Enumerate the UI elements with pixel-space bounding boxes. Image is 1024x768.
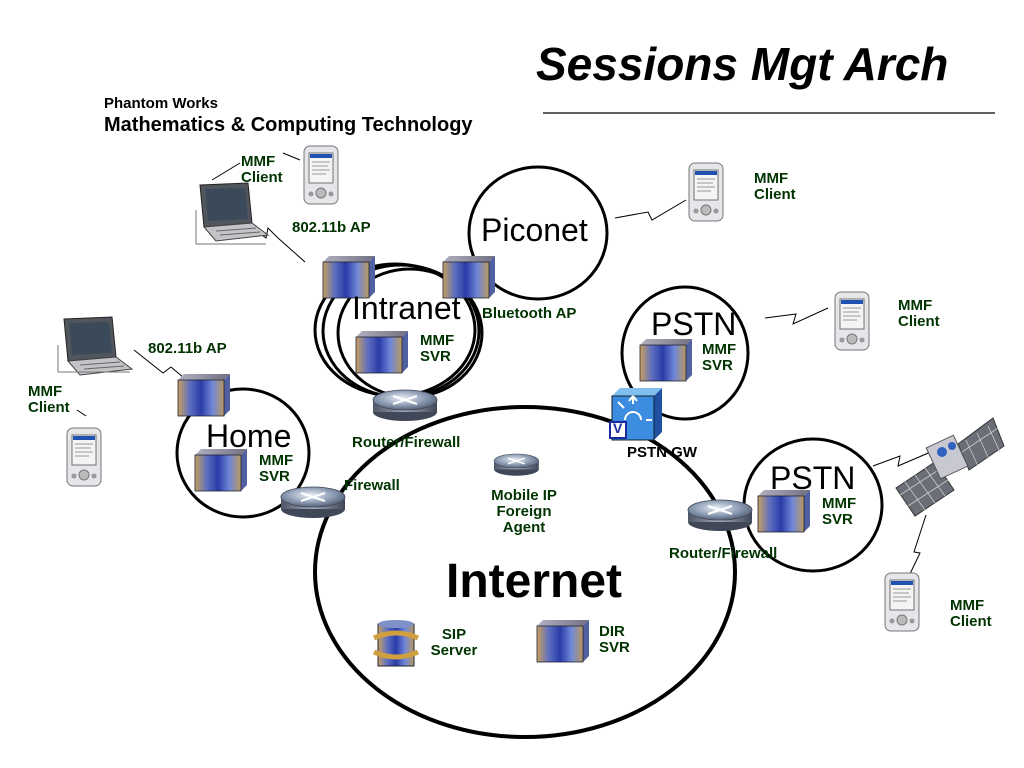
mmf-svr-intranet bbox=[355, 330, 409, 374]
mmf-svr-pstn-right-label: MMF SVR bbox=[822, 495, 857, 528]
firewall-home-label: Firewall bbox=[344, 477, 400, 494]
mmf-client-top-right-label: MMF Client bbox=[754, 170, 796, 203]
satellite-icon bbox=[895, 417, 1005, 517]
mmf-svr-pstn-right bbox=[757, 489, 811, 533]
pstn-gw-label: PSTN GW bbox=[627, 444, 697, 461]
mmf-svr-home-label: MMF SVR bbox=[259, 452, 294, 485]
laptop-top bbox=[199, 182, 269, 242]
pda-top-left bbox=[303, 145, 339, 205]
ap-top-label: 802.11b AP bbox=[292, 219, 371, 236]
org-name: Phantom Works bbox=[104, 95, 218, 112]
mmf-svr-home bbox=[194, 448, 248, 492]
pstn-gateway-icon bbox=[609, 388, 662, 441]
pda-bottom-right bbox=[884, 572, 920, 632]
mmf-client-bottom-right-label: MMF Client bbox=[950, 597, 992, 630]
sip-server-label: SIP Server bbox=[430, 626, 478, 659]
pstn-right-label: PSTN bbox=[770, 460, 856, 496]
bluetooth-ap-label: Bluetooth AP bbox=[482, 305, 577, 322]
wireless-links bbox=[76, 152, 941, 579]
page-title: Sessions Mgt Arch bbox=[536, 38, 949, 90]
router-intranet-label: Router/Firewall bbox=[352, 434, 461, 451]
mmf-svr-pstn-top bbox=[639, 338, 693, 382]
internet-circle bbox=[313, 405, 737, 739]
mmf-client-top-label: MMF Client bbox=[241, 153, 283, 186]
router-pstn-label: Router/Firewall bbox=[669, 545, 778, 562]
dir-svr-label: DIR SVR bbox=[599, 623, 630, 656]
mmf-svr-intranet-label: MMF SVR bbox=[420, 332, 455, 365]
pda-left bbox=[66, 427, 102, 487]
laptop-left-stand bbox=[57, 345, 130, 373]
pstn-top-circle bbox=[620, 285, 750, 421]
pda-right-mid bbox=[834, 291, 870, 351]
piconet-circle bbox=[467, 165, 609, 301]
dir-server bbox=[536, 619, 590, 663]
pstn-gw-badge: V bbox=[613, 420, 623, 436]
pda-top-right bbox=[688, 162, 724, 222]
home-circle bbox=[175, 387, 311, 519]
mobile-ip-label: Mobile IP Foreign Agent bbox=[491, 487, 557, 536]
firewall-home bbox=[280, 486, 346, 519]
mmf-client-left-label: MMF Client bbox=[28, 383, 70, 416]
pstn-top-label: PSTN bbox=[651, 306, 737, 342]
mmf-client-right-label: MMF Client bbox=[898, 297, 940, 330]
router-intranet bbox=[372, 389, 438, 422]
mmf-svr-pstn-top-label: MMF SVR bbox=[702, 341, 737, 374]
dept-name: Mathematics & Computing Technology bbox=[104, 114, 473, 136]
home-label: Home bbox=[206, 418, 292, 454]
piconet-label: Piconet bbox=[481, 212, 588, 248]
router-pstn bbox=[687, 499, 753, 532]
laptop-left bbox=[63, 316, 133, 376]
laptop-top-stand bbox=[195, 210, 266, 245]
internet-label: Internet bbox=[446, 555, 623, 608]
intranet-label: Intranet bbox=[352, 290, 461, 326]
mobile-ip-router bbox=[493, 453, 540, 477]
ap-server-left bbox=[177, 373, 231, 417]
ap-left-label: 802.11b AP bbox=[148, 340, 227, 357]
sip-server-icon bbox=[372, 620, 420, 667]
